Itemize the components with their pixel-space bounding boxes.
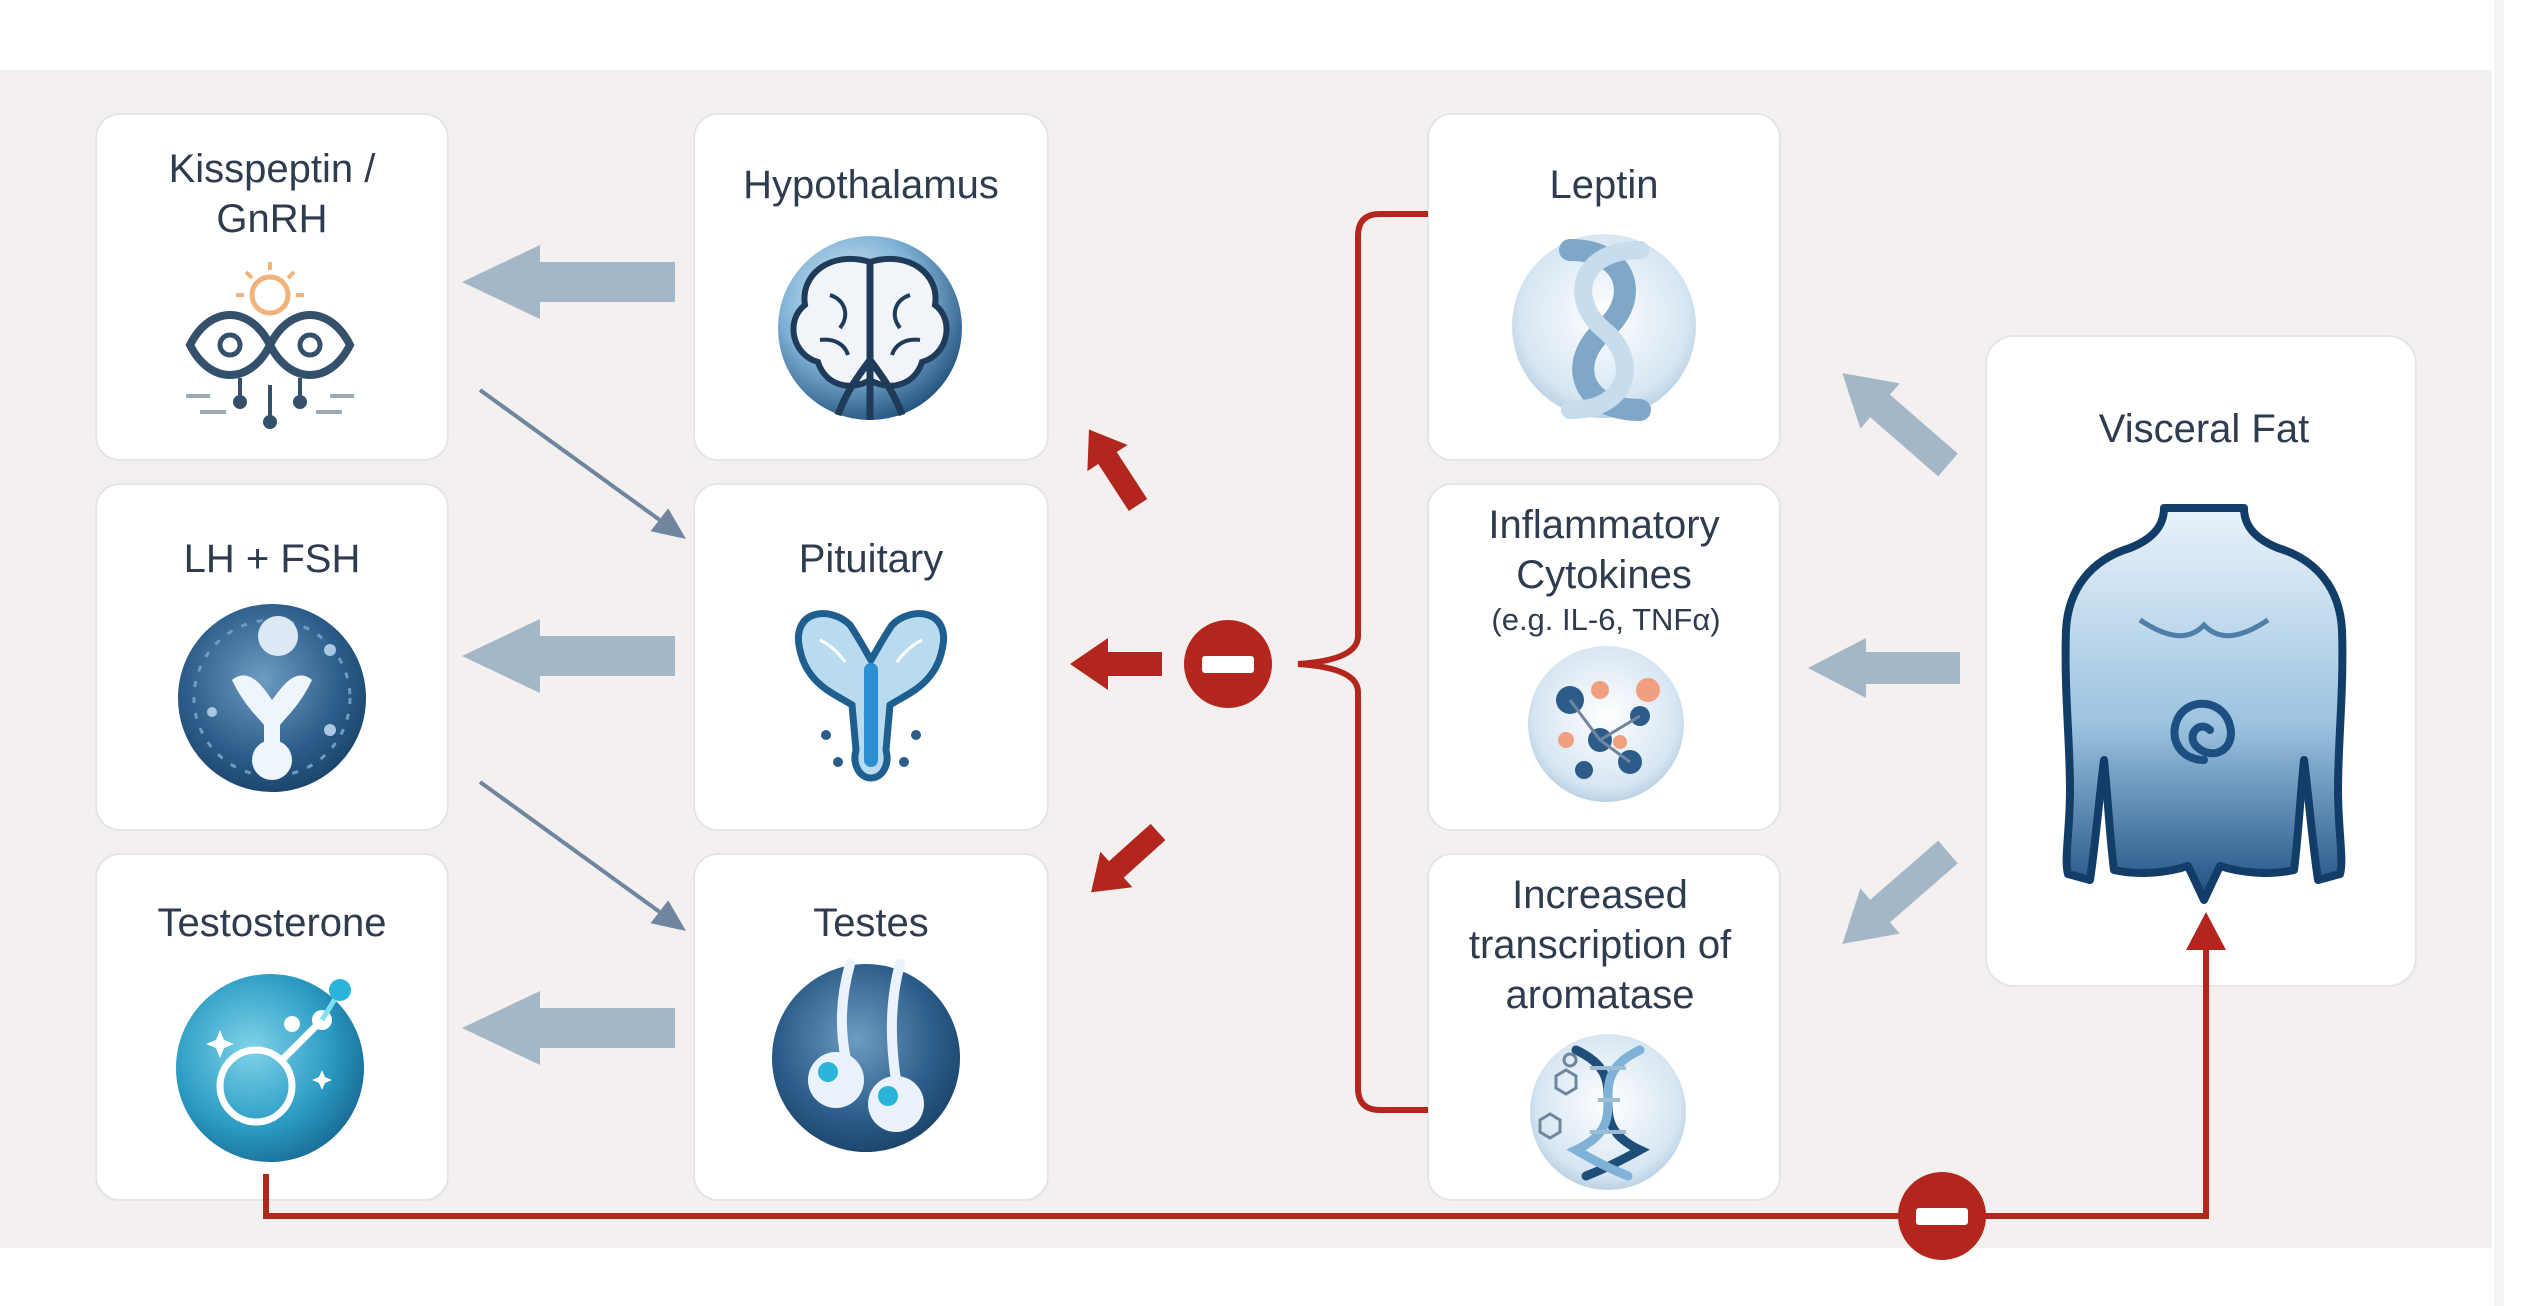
hypothalamus-label: Hypothalamus	[743, 163, 999, 207]
card-aromatase	[1427, 853, 1781, 1201]
cytokines-label-line1: Inflammatory	[1488, 503, 1719, 547]
arrow-pituitary-to-lh-fsh	[462, 619, 675, 693]
visceral-fat-label: Visceral Fat	[2099, 407, 2309, 451]
cytokines-label-line2: Cytokines	[1516, 553, 1692, 597]
arrow-fat-to-aromatase	[1842, 840, 1958, 944]
testes-icon	[772, 959, 960, 1152]
arrow-kisspeptin-to-pituitary-head	[650, 508, 687, 539]
feedback-arrow-head	[2186, 912, 2226, 950]
inhibit-arrow-testes	[1091, 823, 1166, 893]
dna-helix-icon	[1530, 1034, 1686, 1190]
aromatase-label-line3: aromatase	[1506, 973, 1695, 1017]
arrow-lh-fsh-to-testes-head	[650, 900, 687, 931]
cytokines-sublabel: (e.g. IL-6, TNFα)	[1491, 602, 1720, 637]
testosterone-label: Testosterone	[157, 901, 386, 945]
torso-icon	[2061, 504, 2347, 904]
aromatase-label-line1: Increased	[1512, 873, 1688, 917]
arrow-lh-fsh-to-testes	[478, 780, 670, 920]
aromatase-label-line2: transcription of	[1469, 923, 1732, 967]
inhibit-arrow-pituitary	[1070, 638, 1162, 690]
arrow-fat-to-cytokines	[1808, 638, 1960, 698]
bracket-leptin-cytokines-aromatase	[1297, 211, 1428, 1113]
inhibition-symbol-bottom	[1898, 1172, 1986, 1260]
cells-icon	[1528, 646, 1684, 802]
inhibition-symbol-center	[1184, 620, 1272, 708]
arrow-fat-to-leptin	[1842, 373, 1958, 477]
male-symbol-molecule-icon	[176, 974, 364, 1162]
lh-fsh-label: LH + FSH	[184, 537, 361, 581]
inhibit-arrow-hypothalamus	[1087, 429, 1148, 511]
hormone-molecule-icon	[178, 604, 366, 792]
leptin-ribbon-icon	[1512, 234, 1696, 421]
arrow-kisspeptin-to-pituitary	[478, 388, 670, 528]
leptin-label: Leptin	[1550, 163, 1659, 207]
kisspeptin-label-line1: Kisspeptin /	[169, 147, 377, 191]
brain-icon	[778, 236, 962, 420]
kisspeptin-label-line2: GnRH	[216, 197, 327, 241]
arrow-hypothalamus-to-kisspeptin	[462, 245, 675, 319]
pituitary-gland-icon	[794, 610, 948, 782]
scrollbar-track	[2494, 0, 2504, 1306]
arrow-testes-to-testosterone	[462, 991, 675, 1065]
infinity-loop-icon	[185, 262, 355, 429]
feedback-line-testosterone-to-fat	[263, 950, 2209, 1219]
card-kisspeptin	[95, 113, 449, 461]
testes-label: Testes	[813, 901, 929, 945]
pituitary-label: Pituitary	[799, 537, 944, 581]
